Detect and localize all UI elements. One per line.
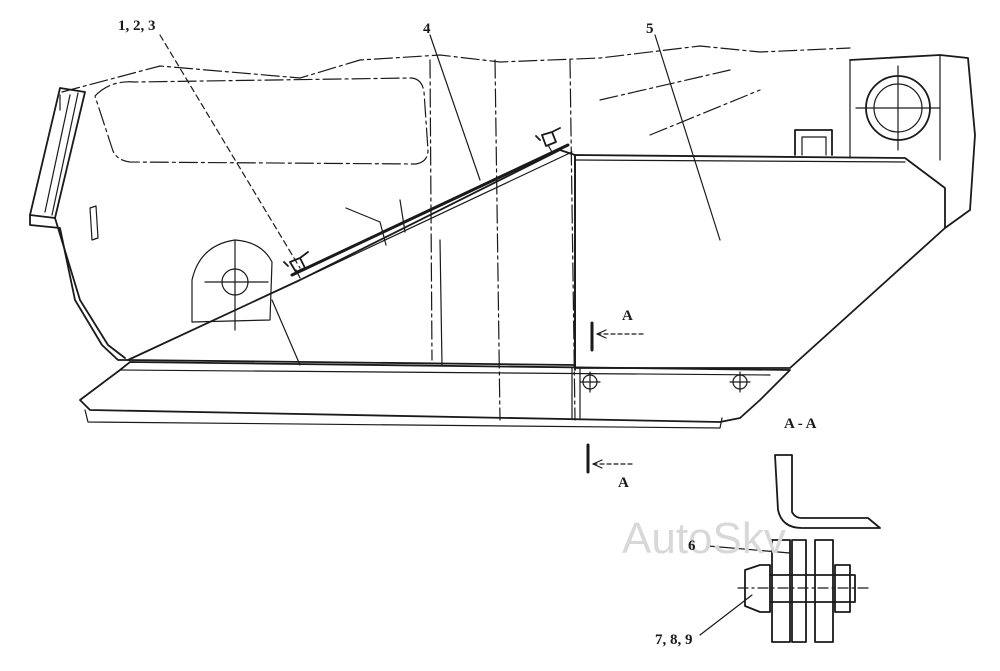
callout-6: 6 [688, 538, 696, 554]
callout-5: 5 [646, 21, 654, 37]
section-marker-bottom [586, 443, 633, 474]
tank-box [574, 129, 946, 369]
plate-left [771, 539, 791, 643]
plate-mid [791, 539, 807, 643]
watermark-text: AutoSkv [622, 514, 786, 563]
callout-1-2-3: 1, 2, 3 [118, 18, 156, 34]
callout-4: 4 [423, 21, 431, 37]
base-frame [79, 361, 791, 429]
bolt-icon [737, 564, 869, 613]
callout-7-8-9: 7, 8, 9 [655, 632, 693, 648]
section-marker-top-label: A [622, 308, 633, 324]
section-marker-top [590, 321, 646, 352]
wing-nut-lower-icon [283, 251, 309, 279]
section-detail-aa [737, 454, 881, 643]
leader-lines [159, 34, 791, 636]
housing [127, 149, 576, 371]
plate-right [814, 539, 834, 643]
section-view-title: A - A [784, 416, 817, 432]
rear-section [849, 54, 976, 229]
section-marker-bottom-label: A [618, 475, 629, 491]
inclined-cover [283, 127, 573, 283]
front-frame [29, 87, 131, 361]
wing-nut-upper-icon [535, 127, 561, 153]
